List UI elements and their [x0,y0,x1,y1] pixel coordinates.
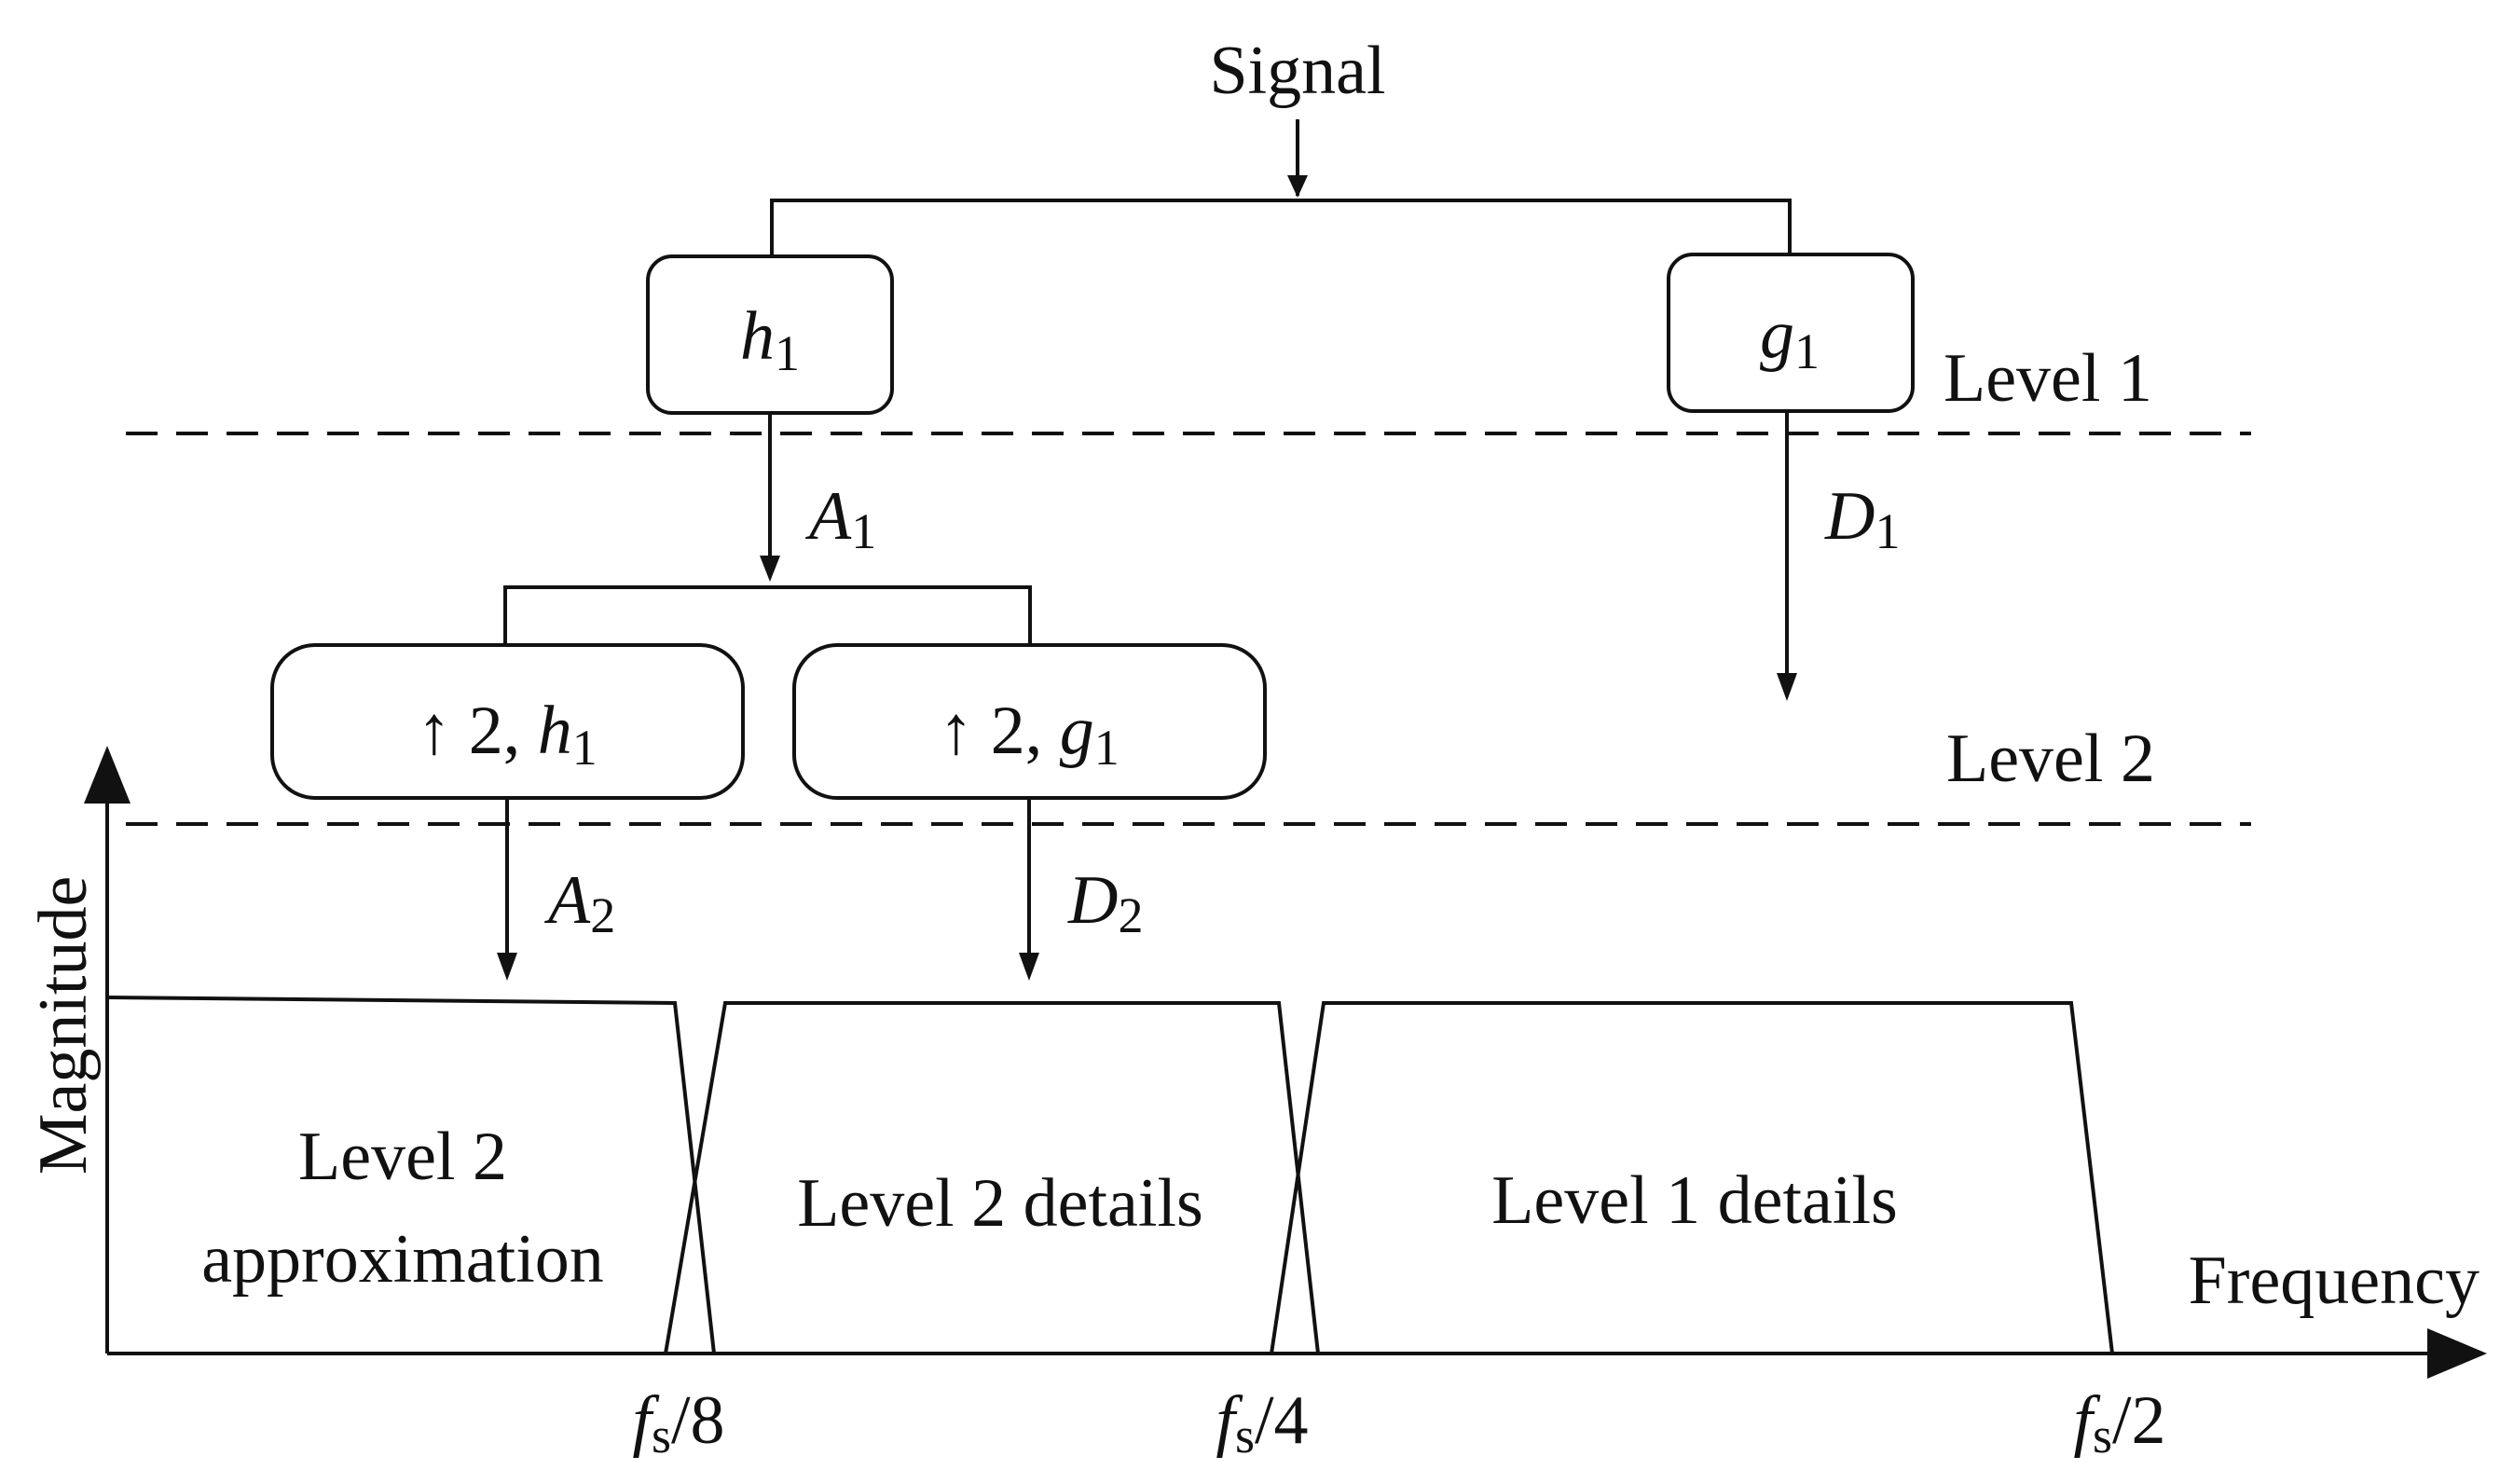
level2-split-bracket [503,585,1032,645]
tick-fs-8: fs/8 [632,1382,724,1463]
signal-arrowhead [1287,175,1308,198]
d2-label: D2 [1067,862,1143,943]
a1-arrowhead [760,556,780,582]
level1-label: Level 1 [1944,340,2152,417]
tick-fs-2: fs/2 [2073,1382,2165,1463]
approx-band-label-line2: approximation [201,1221,604,1298]
g1-filter-label: g1 [1760,296,1820,379]
a2-arrowhead [497,953,517,981]
h1-filter-label: h1 [740,298,800,381]
level2-label: Level 2 [1946,721,2155,797]
frequency-axis-arrowhead [2427,1328,2487,1379]
tick-fs-4: fs/4 [1216,1382,1308,1463]
up-g1-filter-label: ↑ 2, g1 [939,693,1120,776]
approx-band-label-line1: Level 2 [298,1119,507,1195]
a2-label: A2 [543,862,615,943]
level1-split-bracket [770,199,1792,256]
level2-details-band-label: Level 2 details [797,1165,1203,1242]
d2-arrowhead [1019,953,1039,981]
a1-label: A1 [804,478,876,559]
magnitude-axis-label: Magnitude [25,876,102,1175]
d1-arrowhead [1777,673,1797,701]
d1-label: D1 [1824,478,1900,559]
up-h1-filter-label: ↑ 2, h1 [417,693,598,776]
level1-details-band [1270,1001,2114,1354]
level2-approximation-band [106,996,716,1354]
magnitude-axis-arrowhead [84,746,130,804]
signal-label: Signal [1209,33,1385,109]
g1-filter-box [1667,253,1915,413]
frequency-axis-label: Frequency [2189,1243,2479,1319]
level1-details-band-label: Level 1 details [1491,1162,1898,1239]
